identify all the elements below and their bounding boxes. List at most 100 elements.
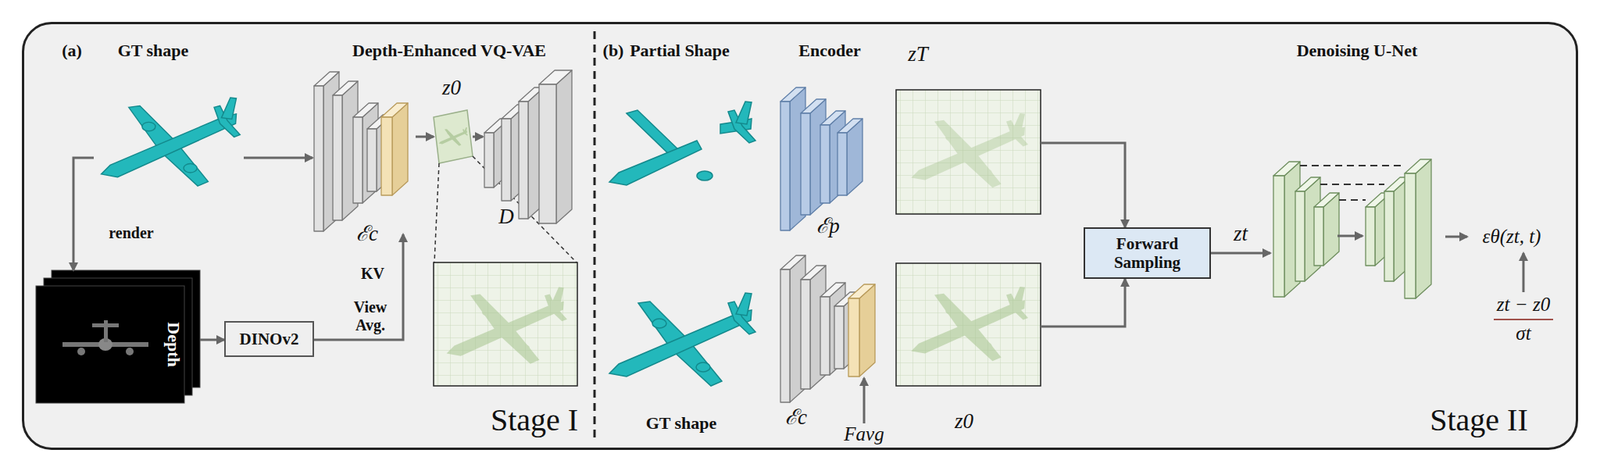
feature-arrow: [863, 378, 866, 424]
bottleneck-arrow: [1337, 235, 1363, 238]
layer-side: [362, 103, 379, 204]
math-label: σt: [1515, 322, 1531, 346]
diagram-part: z0: [433, 110, 473, 164]
process-box: DINOv2: [224, 321, 315, 358]
diagram-part: ℰc: [778, 242, 889, 408]
diagram-part: Partial Shape: [603, 92, 760, 202]
stage-title: Stage II: [1429, 402, 1529, 439]
text-label: Depth-Enhanced VQ-VAE: [352, 40, 547, 61]
layer-front: [518, 101, 529, 219]
connector-arrow: [200, 339, 225, 342]
layer-top: [1273, 161, 1300, 176]
box-label: DINOv2: [239, 329, 300, 349]
math-symbol: ℰc: [785, 405, 808, 430]
layer-front: [381, 117, 393, 196]
network-layers: [314, 70, 1432, 403]
layer-top: [353, 103, 379, 118]
layer-side: [556, 70, 572, 224]
connector-arrow: [1210, 252, 1271, 255]
layer-top: [314, 71, 340, 86]
layer-block: [820, 282, 846, 375]
diagram-part: Denoising U-Net: [1270, 152, 1444, 301]
layer-top: [381, 103, 408, 118]
connector-arrow: [243, 157, 313, 160]
layer-block: [837, 118, 863, 196]
target-arrow: [1522, 253, 1525, 293]
text-label: KV: [360, 264, 385, 283]
layer-side: [829, 282, 846, 375]
fraction-bar: [1493, 318, 1554, 321]
layer-front: [800, 113, 811, 215]
math-label: zt − z0: [1496, 293, 1550, 317]
layer-top: [1404, 159, 1432, 174]
layer-top: [800, 99, 826, 114]
process-box: Forward Sampling: [1083, 227, 1211, 279]
connector-arrow: [73, 157, 94, 271]
connector-arrow: [1040, 278, 1125, 327]
layer-block: [381, 103, 408, 196]
math-symbol: z0: [954, 409, 974, 434]
text-label: (a): [61, 40, 83, 61]
layer-block: [1314, 192, 1340, 266]
airplane-gt-2: [609, 292, 756, 386]
edge-label: render: [108, 224, 154, 243]
math-symbol: D: [498, 204, 515, 229]
layer-front: [820, 296, 830, 375]
layer-side: [859, 284, 875, 377]
layer-block: [1404, 159, 1432, 299]
math-symbol: ℰc: [356, 221, 379, 247]
layer-front: [1404, 173, 1416, 299]
part-heading: Denoising U-Net: [1296, 40, 1418, 61]
layer-front: [314, 85, 324, 232]
layer-front: [834, 306, 844, 369]
diagram-part: z0: [896, 263, 1041, 386]
connector-arrow: [1040, 142, 1125, 228]
layer-front: [1273, 175, 1285, 297]
math-symbol: z0: [442, 75, 461, 100]
math-symbol: zT: [907, 42, 929, 67]
layer-front: [332, 95, 343, 221]
layer-front: [1384, 191, 1394, 282]
latent-panels: [896, 89, 1041, 386]
layer-front: [353, 117, 363, 204]
layer-front: [848, 298, 860, 377]
layer-front: [1295, 191, 1305, 282]
diagram-part: zT: [896, 89, 1041, 215]
layer-front: [367, 128, 377, 192]
layer-front: [800, 279, 811, 390]
layer-top: [780, 87, 806, 102]
layer-top: [539, 70, 572, 85]
stage-title: Stage I: [490, 402, 579, 439]
part-heading: GT shape: [646, 413, 718, 433]
layer-top: [820, 282, 846, 297]
text-label: (b): [603, 40, 625, 61]
edge-label: zt: [1233, 221, 1248, 247]
diagram-part: Depth: [35, 270, 200, 404]
layer-top: [800, 265, 826, 280]
diagram-part: GT shape: [603, 287, 760, 393]
layer-side: [1415, 159, 1432, 299]
layer-front: [1314, 207, 1324, 266]
layer-top: [1295, 177, 1321, 192]
box-label: Forward Sampling: [1096, 234, 1199, 272]
depth-maps: [35, 270, 200, 404]
diagram-part: Encoderℰp: [778, 78, 867, 235]
unet-skips: [1300, 165, 1404, 200]
layer-top: [1314, 192, 1340, 208]
layer-block: [848, 284, 875, 377]
layer-top: [332, 81, 358, 96]
layer-top: [837, 118, 863, 133]
layer-top: [780, 255, 806, 270]
layer-top: [820, 110, 846, 125]
diagram-part: D: [482, 68, 579, 225]
layer-front: [539, 84, 557, 224]
part-heading: Partial Shape: [629, 40, 730, 61]
layer-block: [353, 103, 379, 204]
part-heading: Depth: [163, 321, 183, 367]
airplane-partial: [609, 101, 756, 186]
part-heading: GT shape: [117, 40, 190, 61]
layer-front: [820, 125, 830, 204]
